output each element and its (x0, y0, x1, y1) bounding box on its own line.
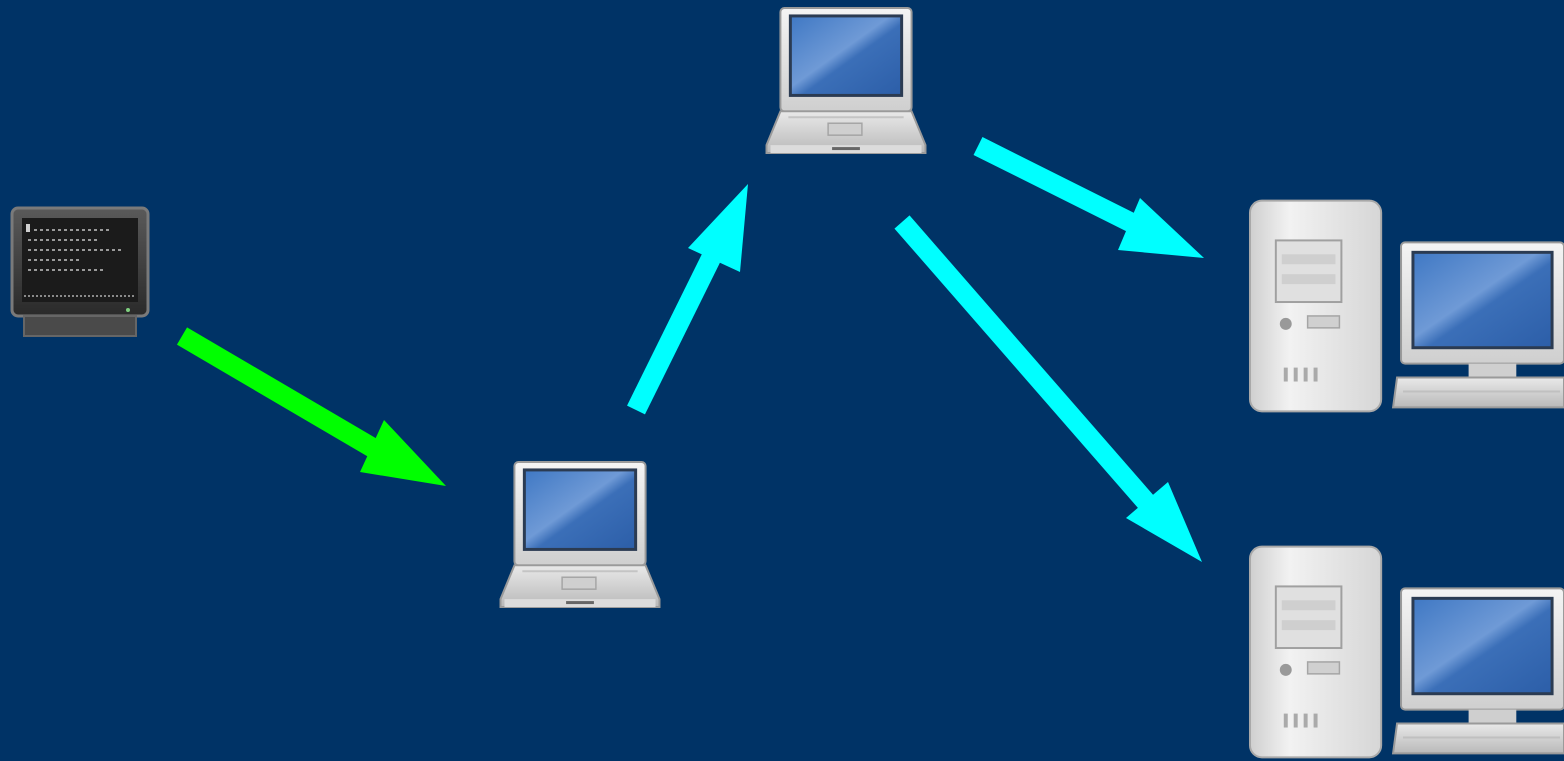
laptop-icon (764, 6, 928, 155)
arrow-laptop-top-to-workstation-upper (973, 137, 1204, 258)
arrow-laptop-left-to-laptop-top (627, 184, 748, 415)
desktop-workstation-icon (1248, 545, 1564, 759)
laptop-icon (498, 460, 662, 609)
terminal-monitor-icon (10, 206, 150, 338)
desktop-workstation-icon (1248, 199, 1564, 413)
arrow-terminal-to-laptop-left (176, 327, 446, 486)
arrow-laptop-top-to-workstation-lower (894, 215, 1202, 562)
edges (176, 137, 1204, 562)
